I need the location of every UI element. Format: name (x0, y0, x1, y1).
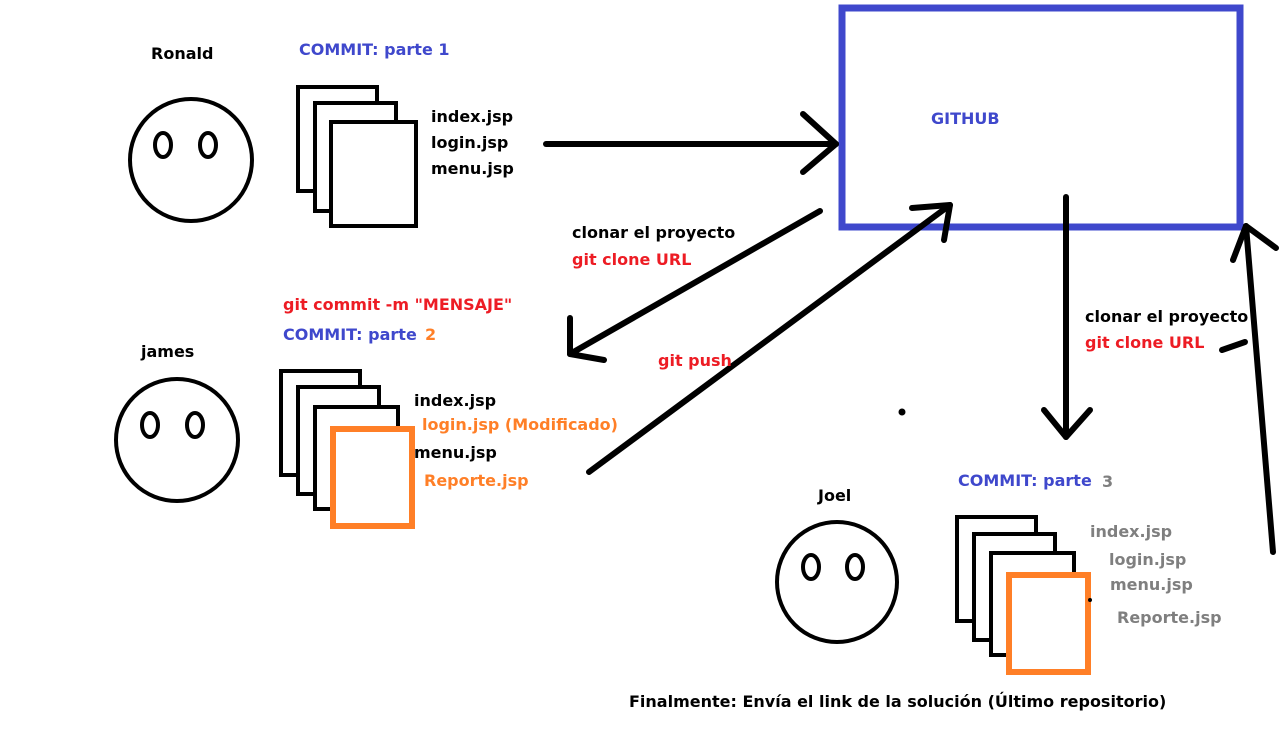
james-file-name: menu.jsp (414, 443, 497, 462)
github-box (838, 4, 1244, 231)
clone-left-arrow-icon (567, 208, 823, 363)
joel-name: Joel (818, 486, 852, 505)
footer-instruction: Finalmente: Envía el link de la solución… (629, 692, 1167, 711)
ronald-commit-label: COMMIT: parte 1 (299, 40, 450, 59)
clone-right-text: clonar el proyecto (1085, 307, 1249, 326)
joel-file-name: login.jsp (1109, 550, 1187, 569)
joel-new-file-icon (1006, 572, 1091, 675)
joel-push-arrow-icon (1219, 223, 1279, 555)
joel-commit-label: COMMIT: parte (958, 471, 1092, 490)
stray-dot (898, 408, 906, 416)
joel-commit-number: 3 (1102, 472, 1114, 491)
clone-right-command: git clone URL (1085, 333, 1205, 352)
ronald-name: Ronald (151, 44, 214, 63)
james-new-file-icon (330, 426, 415, 529)
joel-file-name: index.jsp (1090, 522, 1173, 541)
james-commit-command: git commit -m "MENSAJE" (283, 295, 513, 314)
ronald-file-name: index.jsp (431, 107, 514, 126)
james-commit-number: 2 (425, 325, 437, 344)
clone-left-text: clonar el proyecto (572, 223, 736, 242)
james-new-file-name: Reporte.jsp (424, 471, 529, 490)
ronald-push-arrow-icon (543, 111, 839, 175)
github-label: GITHUB (931, 109, 1000, 128)
joel-file-name: menu.jsp (1110, 575, 1193, 594)
ronald-file-stack-icon (296, 85, 418, 228)
ronald-file-name: menu.jsp (431, 159, 514, 178)
ronald-file-name: login.jsp (431, 133, 509, 152)
clone-left-command: git clone URL (572, 250, 692, 269)
james-file-name: index.jsp (414, 391, 497, 410)
git-push-command: git push (658, 351, 732, 370)
clone-down-arrow-icon (1041, 194, 1093, 440)
james-face-icon (114, 377, 240, 503)
stray-dot (1088, 598, 1092, 602)
james-modified-file-name: login.jsp (Modificado) (422, 415, 618, 434)
james-push-arrow-icon (586, 202, 953, 475)
joel-file-name: Reporte.jsp (1117, 608, 1222, 627)
james-commit-label: COMMIT: parte (283, 325, 417, 344)
ronald-face-icon (128, 97, 254, 223)
james-name: james (141, 342, 195, 361)
joel-face-icon (775, 520, 899, 644)
